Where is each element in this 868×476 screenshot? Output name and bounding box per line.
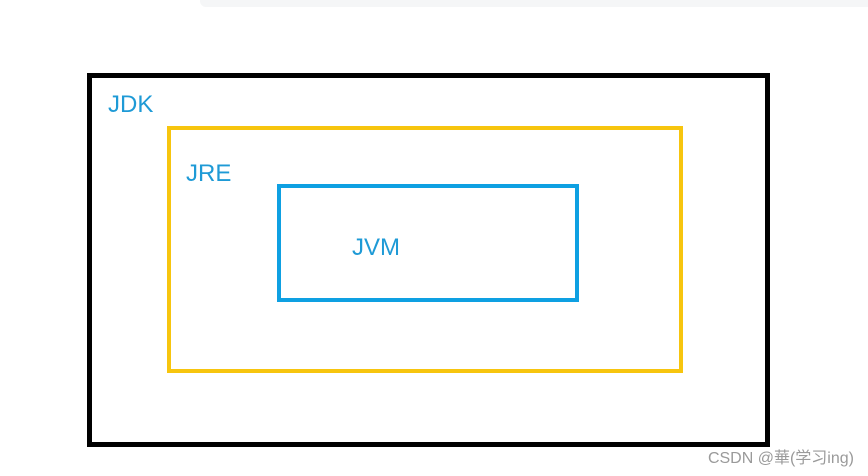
jdk-box [87,73,770,447]
jvm-label: JVM [352,234,400,261]
top-bar-strip [200,0,868,7]
watermark: CSDN @華(学习ing) [707,450,854,467]
jdk-label: JDK [108,91,154,118]
jre-box [167,126,683,373]
jvm-box [277,184,579,302]
jre-label: JRE [186,160,232,187]
